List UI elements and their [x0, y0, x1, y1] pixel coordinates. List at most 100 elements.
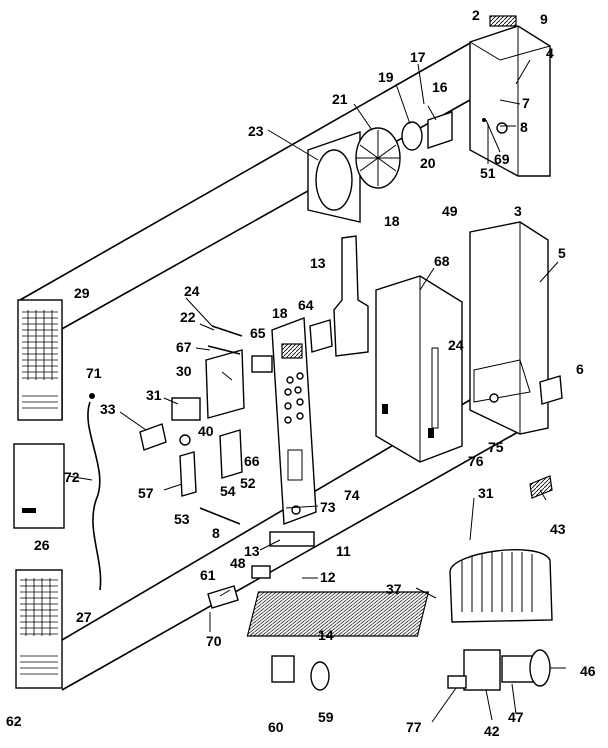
label-52: 52 [240, 475, 256, 491]
part-6 [539, 375, 563, 405]
label-70: 70 [206, 633, 222, 649]
label-31-large: 31 [478, 485, 494, 501]
part-31-box [171, 397, 201, 421]
part-labels: 2 9 4 17 16 19 21 7 8 23 69 20 51 3 18 4… [6, 7, 596, 739]
label-2: 2 [472, 7, 480, 23]
part-61 [207, 585, 239, 609]
label-74: 74 [344, 487, 360, 503]
label-46: 46 [580, 663, 596, 679]
door-panel [13, 443, 65, 529]
label-68: 68 [434, 253, 450, 269]
label-14: 14 [318, 627, 334, 643]
side-enclosure [469, 221, 549, 435]
label-18-top: 18 [384, 213, 400, 229]
part-22 [211, 325, 243, 337]
label-53: 53 [174, 511, 190, 527]
label-49: 49 [442, 203, 458, 219]
gas-valve [447, 649, 551, 691]
part-67 [207, 345, 241, 355]
label-47: 47 [508, 709, 524, 725]
label-51: 51 [480, 165, 496, 181]
label-13-bottom: 13 [244, 543, 260, 559]
label-5: 5 [558, 245, 566, 261]
label-62: 62 [6, 713, 22, 729]
gasket [309, 319, 333, 353]
part-30 [205, 349, 245, 419]
label-19: 19 [378, 69, 394, 85]
label-69: 69 [494, 151, 510, 167]
wire-harness [87, 401, 102, 591]
label-77: 77 [406, 719, 422, 735]
part-59 [310, 661, 330, 691]
label-67: 67 [176, 339, 192, 355]
part-8-rod [199, 507, 241, 525]
label-73: 73 [320, 499, 336, 515]
label-12: 12 [320, 569, 336, 585]
part-71-dot [89, 393, 95, 399]
top-box [469, 15, 551, 177]
label-37: 37 [386, 581, 402, 597]
part-60 [271, 655, 295, 683]
blower-housing [307, 131, 361, 223]
label-27: 27 [76, 609, 92, 625]
motor [401, 121, 423, 151]
label-76: 76 [468, 453, 484, 469]
part-11 [269, 531, 315, 547]
part-40-washer [179, 434, 191, 446]
fan-wheel [355, 127, 401, 189]
label-13-top: 13 [310, 255, 326, 271]
label-48: 48 [230, 555, 246, 571]
label-4: 4 [546, 45, 554, 61]
label-59: 59 [318, 709, 334, 725]
leader-lines [67, 59, 566, 723]
part-33 [139, 423, 167, 451]
part-43 [529, 475, 553, 499]
part-48 [251, 565, 271, 579]
label-20: 20 [420, 155, 436, 171]
label-75: 75 [488, 439, 504, 455]
label-61: 61 [200, 567, 216, 583]
control-panel [271, 317, 317, 525]
label-30: 30 [176, 363, 192, 379]
label-23: 23 [248, 123, 264, 139]
part-57 [179, 451, 197, 497]
label-16: 16 [432, 79, 448, 95]
label-11: 11 [336, 543, 351, 559]
label-60: 60 [268, 719, 284, 735]
label-31-small: 31 [146, 387, 162, 403]
label-8-bottom: 8 [212, 525, 220, 541]
top-grille [17, 299, 63, 421]
panel-13 [333, 235, 369, 357]
label-29: 29 [74, 285, 90, 301]
bottom-grille [15, 569, 63, 689]
label-40: 40 [198, 423, 214, 439]
label-7: 7 [522, 95, 530, 111]
label-66: 66 [244, 453, 260, 469]
motor-bracket [427, 111, 453, 149]
chassis [375, 275, 463, 463]
label-22: 22 [180, 309, 196, 325]
label-71: 71 [86, 365, 102, 381]
label-18-panel: 18 [272, 305, 288, 321]
label-65: 65 [250, 325, 266, 341]
label-64: 64 [298, 297, 314, 313]
label-24-right: 24 [448, 337, 464, 353]
label-54: 54 [220, 483, 236, 499]
part-54 [219, 429, 243, 479]
label-72: 72 [64, 469, 80, 485]
label-8-top: 8 [520, 119, 528, 135]
heat-exchanger [246, 549, 553, 637]
label-43: 43 [550, 521, 566, 537]
label-21: 21 [332, 91, 348, 107]
label-42: 42 [484, 723, 500, 739]
label-57: 57 [138, 485, 154, 501]
label-9: 9 [540, 11, 548, 27]
label-17: 17 [410, 49, 426, 65]
label-6: 6 [576, 361, 584, 377]
label-24-left: 24 [184, 283, 200, 299]
label-3: 3 [514, 203, 522, 219]
part-65 [251, 355, 273, 373]
label-26: 26 [34, 537, 50, 553]
